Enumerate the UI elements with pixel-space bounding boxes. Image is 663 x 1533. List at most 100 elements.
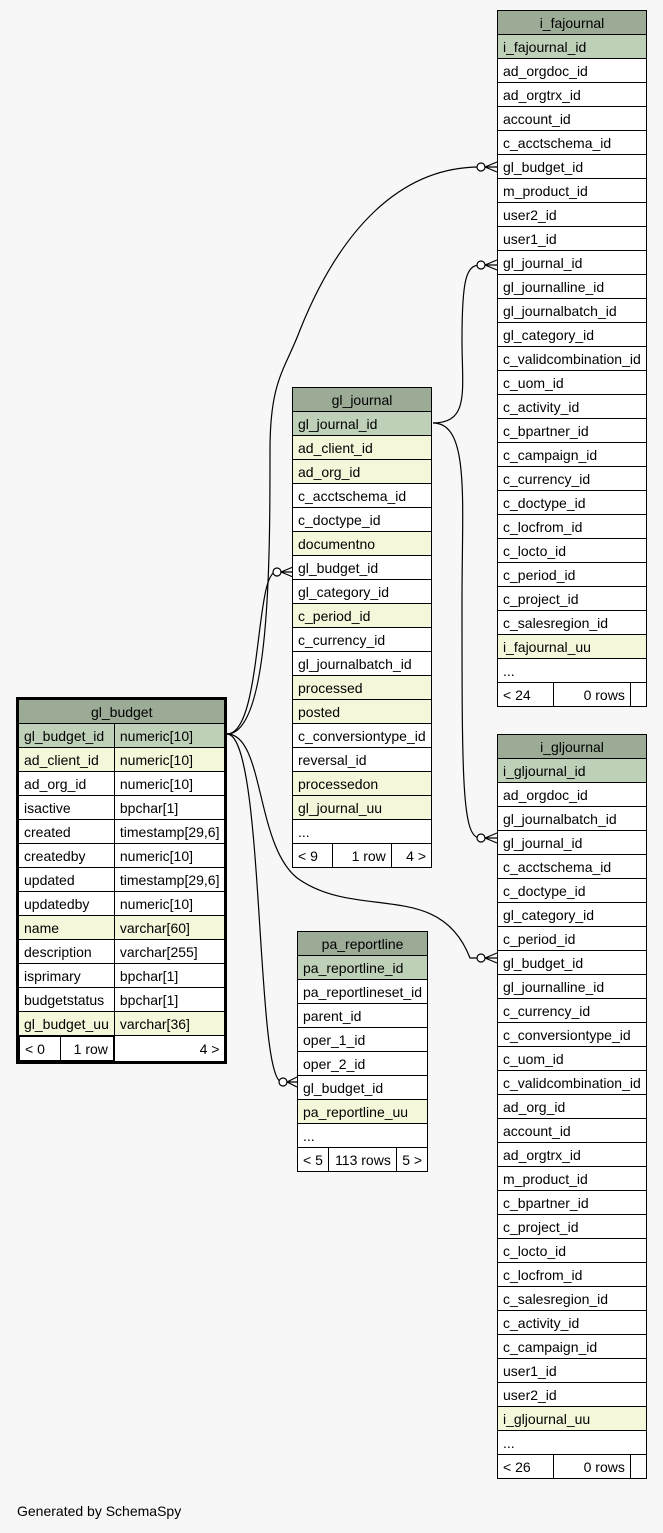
column-row[interactable]: c_project_id: [497, 1214, 647, 1239]
column-row[interactable]: gl_journal_id: [497, 250, 647, 275]
column-row[interactable]: c_campaign_id: [497, 442, 647, 467]
column-row[interactable]: c_salesregion_id: [497, 1286, 647, 1311]
column-row[interactable]: gl_budget_id: [497, 950, 647, 975]
column-row[interactable]: gl_journalline_id: [497, 274, 647, 299]
column-row[interactable]: gl_journalbatch_id: [292, 651, 432, 676]
column-row[interactable]: gl_budget_id: [292, 555, 432, 580]
table-title[interactable]: gl_journal: [292, 387, 432, 412]
column-row[interactable]: c_campaign_id: [497, 1334, 647, 1359]
column-row[interactable]: gl_budget_id: [296, 1075, 429, 1100]
footer-children[interactable]: 5 >: [395, 1147, 429, 1172]
column-row[interactable]: ad_orgdoc_id: [497, 58, 647, 83]
column-row[interactable]: gl_budget_id: [497, 154, 647, 179]
column-row[interactable]: pa_reportline_uu: [296, 1099, 429, 1124]
column-row[interactable]: c_conversiontype_id: [497, 1022, 647, 1047]
column-row[interactable]: gl_journal_id: [292, 411, 432, 436]
column-row[interactable]: gl_category_id: [497, 902, 647, 927]
column-row[interactable]: c_doctype_id: [497, 490, 647, 515]
column-row[interactable]: ad_orgtrx_id: [497, 82, 647, 107]
column-row[interactable]: c_acctschema_id: [292, 483, 432, 508]
column-row[interactable]: documentno: [292, 531, 432, 556]
column-row[interactable]: ad_orgdoc_id: [497, 782, 647, 807]
column-row[interactable]: c_conversiontype_id: [292, 723, 432, 748]
column-row[interactable]: c_validcombination_id: [497, 1070, 647, 1095]
column-row[interactable]: c_currency_id: [497, 998, 647, 1023]
column-row[interactable]: gl_category_id: [292, 579, 432, 604]
column-row[interactable]: i_gljournal_id: [497, 758, 647, 783]
column-row[interactable]: m_product_id: [497, 178, 647, 203]
column-row[interactable]: pa_reportline_id: [296, 955, 429, 980]
column-row[interactable]: c_project_id: [497, 586, 647, 611]
column-row[interactable]: gl_journal_id: [497, 830, 647, 855]
column-row[interactable]: account_id: [497, 1118, 647, 1143]
table-title[interactable]: i_gljournal: [497, 734, 647, 759]
column-row[interactable]: user2_id: [497, 1382, 647, 1407]
table-title[interactable]: gl_budget: [16, 698, 227, 724]
column-row[interactable]: c_acctschema_id: [497, 130, 647, 155]
column-row[interactable]: c_uom_id: [497, 370, 647, 395]
footer-children[interactable]: [629, 1454, 648, 1479]
footer-parents[interactable]: < 24: [496, 682, 555, 707]
column-row[interactable]: gl_journal_uu: [292, 795, 432, 820]
column-row[interactable]: c_period_id: [497, 562, 647, 587]
column-row[interactable]: user1_id: [497, 1358, 647, 1383]
table-title[interactable]: pa_reportline: [296, 931, 429, 956]
column-row[interactable]: ...: [497, 658, 647, 683]
column-row[interactable]: gl_journalbatch_id: [497, 806, 647, 831]
column-row[interactable]: oper_2_id: [296, 1051, 429, 1076]
footer-children[interactable]: 4 >: [390, 843, 433, 868]
column-row[interactable]: ...: [296, 1123, 429, 1148]
column-row[interactable]: ad_client_id: [292, 435, 432, 460]
column-row[interactable]: i_fajournal_uu: [497, 634, 647, 659]
column-row[interactable]: c_validcombination_id: [497, 346, 647, 371]
column-row[interactable]: c_locfrom_id: [497, 1262, 647, 1287]
column-row[interactable]: oper_1_id: [296, 1027, 429, 1052]
column-row[interactable]: user2_id: [497, 202, 647, 227]
column-row[interactable]: c_locto_id: [497, 538, 647, 563]
column-row[interactable]: reversal_id: [292, 747, 432, 772]
footer-children[interactable]: [629, 682, 648, 707]
column-row[interactable]: c_bpartner_id: [497, 1190, 647, 1215]
column-row[interactable]: c_doctype_id: [497, 878, 647, 903]
table-title[interactable]: i_fajournal: [497, 10, 647, 35]
column-row[interactable]: c_doctype_id: [292, 507, 432, 532]
column-row[interactable]: ad_org_id: [292, 459, 432, 484]
column-row[interactable]: c_period_id: [292, 603, 432, 628]
column-row[interactable]: gl_journalbatch_id: [497, 298, 647, 323]
column-row[interactable]: c_acctschema_id: [497, 854, 647, 879]
column-row[interactable]: processedon: [292, 771, 432, 796]
footer-parents[interactable]: < 5: [296, 1147, 330, 1172]
column-row[interactable]: user1_id: [497, 226, 647, 251]
column-row[interactable]: c_currency_id: [497, 466, 647, 491]
column-row[interactable]: ad_org_id: [497, 1094, 647, 1119]
footer-children[interactable]: 4 >: [113, 1035, 227, 1063]
column-row[interactable]: i_gljournal_uu: [497, 1406, 647, 1431]
column-row[interactable]: ad_orgtrx_id: [497, 1142, 647, 1167]
column-row[interactable]: ...: [292, 819, 432, 844]
column-row[interactable]: m_product_id: [497, 1166, 647, 1191]
column-row[interactable]: processed: [292, 675, 432, 700]
column-row[interactable]: parent_id: [296, 1003, 429, 1028]
column-row[interactable]: c_salesregion_id: [497, 610, 647, 635]
column-row[interactable]: c_uom_id: [497, 1046, 647, 1071]
column-row[interactable]: account_id: [497, 106, 647, 131]
column-row[interactable]: c_currency_id: [292, 627, 432, 652]
footer-parents[interactable]: < 0: [19, 1036, 61, 1061]
column-row[interactable]: pa_reportlineset_id: [296, 979, 429, 1004]
column-row[interactable]: c_bpartner_id: [497, 418, 647, 443]
column-row[interactable]: c_activity_id: [497, 394, 647, 419]
